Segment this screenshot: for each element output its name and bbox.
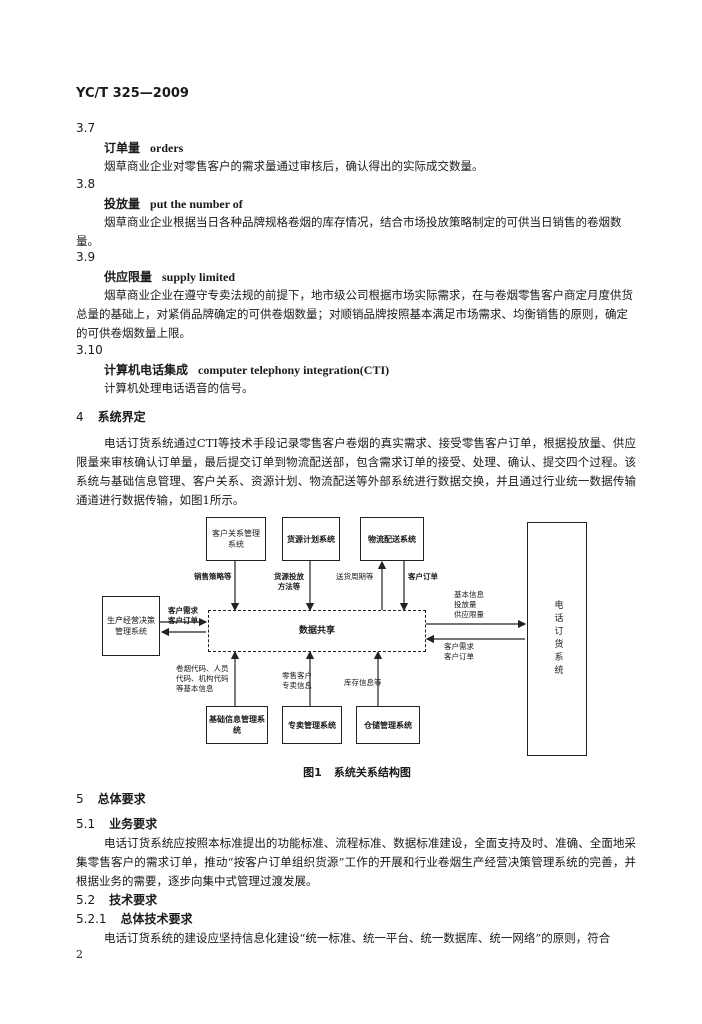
standard-code: YC/T 325—2009 [76, 86, 189, 101]
subsection-title: 业务要求 [109, 817, 158, 831]
monopoly-system-box: 专卖管理系统 [282, 706, 342, 744]
clause-number: 3.9 [76, 250, 96, 264]
term-zh: 投放量 [104, 197, 141, 211]
label-retail-license: 零售客户 专卖信息 [282, 671, 312, 690]
diagram-connectors [160, 560, 527, 706]
clause-number: 3.7 [76, 121, 96, 135]
term-zh: 计算机电话集成 [104, 363, 189, 377]
label-customer-order: 客户订单 [408, 572, 438, 581]
basic-info-system-box: 基础信息管理系统 [206, 706, 268, 744]
term-en: orders [150, 141, 184, 155]
subsection-number: 5.1 [76, 817, 96, 831]
subsubsection-title: 总体技术要求 [120, 912, 193, 926]
term-en: supply limited [162, 270, 236, 284]
label-sales-strategy: 销售策略等 [194, 572, 232, 581]
section-number: 4 [76, 410, 84, 424]
subsection-number: 5.2 [76, 893, 96, 907]
subsubsection-heading: 5.2.1 总体技术要求 [76, 910, 193, 927]
subsubsection-number: 5.2.1 [76, 912, 107, 926]
subsubsection-paragraph: 电话订货系统的建设应坚持信息化建设“统一标准、统一平台、统一数据库、统一网络”的… [104, 931, 611, 945]
label-codes: 卷烟代码、人员 代码、机构代码 等基本信息 [176, 664, 229, 693]
data-sharing-box: 数据共享 [208, 610, 426, 652]
term-definition: 烟草商业企业在遵守专卖法规的前提下，地市级公司根据市场实际需求，在与卷烟零售客户… [76, 288, 633, 340]
term-heading: 订单量 orders [104, 139, 183, 156]
crm-system-box: 客户关系管理系统 [206, 517, 266, 561]
term-definition: 烟草商业企业根据当日各种品牌规格卷烟的库存情况，结合市场投放策略制定的可供当日销… [76, 215, 622, 248]
section-number: 5 [76, 792, 84, 806]
label-demand-order-right: 客户需求 客户订单 [444, 642, 474, 661]
page-number: 2 [76, 948, 83, 961]
term-zh: 供应限量 [104, 270, 153, 284]
decision-system-box: 生产经营决策管理系统 [102, 596, 160, 656]
term-zh: 订单量 [104, 141, 141, 155]
term-heading: 计算机电话集成 computer telephony integration(CT… [104, 361, 389, 378]
clause-number: 3.8 [76, 177, 96, 191]
section-paragraph: 电话订货系统通过CTI等技术手段记录零售客户卷烟的真实需求、接受零售客户订单，根… [76, 436, 636, 507]
term-en: put the number of [150, 197, 243, 211]
figure-number: 图1 [303, 766, 322, 779]
subsection-heading: 5.2 技术要求 [76, 891, 157, 908]
term-heading: 供应限量 supply limited [104, 268, 235, 285]
section-title: 总体要求 [97, 792, 146, 806]
section-heading: 5 总体要求 [76, 790, 146, 807]
term-definition: 计算机处理电话语音的信号。 [104, 381, 254, 395]
label-inventory: 库存信息等 [344, 678, 382, 687]
system-relationship-diagram: 客户关系管理系统 货源计划系统 物流配送系统 生产经营决策管理系统 数据共享 电… [92, 514, 622, 779]
phone-ordering-system-box: 电话订货系统 [527, 522, 587, 756]
term-definition: 烟草商业企业对零售客户的需求量通过审核后，确认得出的实际成交数量。 [104, 159, 484, 173]
subsection-title: 技术要求 [109, 893, 158, 907]
section-heading: 4 系统界定 [76, 408, 146, 425]
label-supply-method: 货源投放 方法等 [274, 572, 304, 591]
section-title: 系统界定 [97, 410, 146, 424]
logistics-system-box: 物流配送系统 [360, 517, 424, 561]
figure-caption: 图1 系统关系结构图 [92, 764, 622, 780]
figure-title: 系统关系结构图 [333, 766, 411, 779]
term-heading: 投放量 put the number of [104, 195, 243, 212]
warehouse-system-box: 仓储管理系统 [356, 706, 420, 744]
label-delivery-cycle: 送货周期等 [336, 572, 374, 581]
subsection-heading: 5.1 业务要求 [76, 815, 157, 832]
label-demand-order-left: 客户需求 客户订单 [168, 606, 198, 625]
label-basic-info: 基本信息 投放量 供应限量 [454, 590, 484, 619]
subsection-paragraph: 电话订货系统应按照本标准提出的功能标准、流程标准、数据标准建设，全面支持及时、准… [76, 836, 636, 888]
term-en: computer telephony integration(CTI) [198, 363, 390, 377]
supply-planning-system-box: 货源计划系统 [282, 517, 340, 561]
clause-number: 3.10 [76, 343, 103, 357]
